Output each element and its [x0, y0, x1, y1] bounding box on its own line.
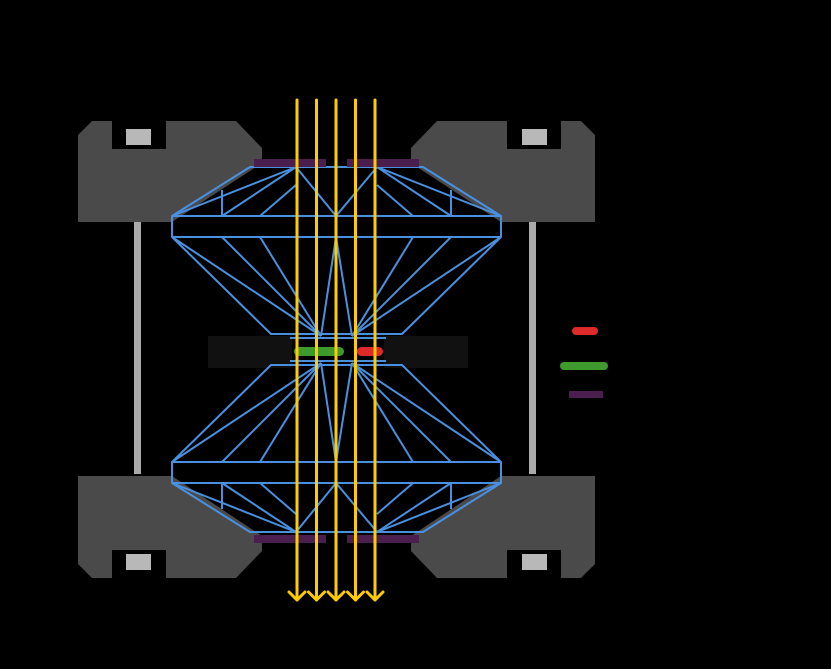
legend — [560, 327, 608, 398]
lower-pavilion — [222, 363, 321, 462]
lower-pavilion — [352, 363, 413, 462]
upper-pavilion — [222, 237, 321, 336]
lower-pavilion — [336, 363, 352, 462]
legend-purple-marker — [569, 391, 603, 398]
lower-facet — [377, 483, 413, 514]
gasket-right — [384, 336, 468, 368]
top-right-slot — [522, 129, 547, 145]
lower-pavilion — [172, 363, 321, 462]
bottom-left-slot — [126, 554, 151, 570]
gasket-left — [208, 336, 292, 368]
lower-pavilion — [260, 363, 321, 462]
legend-green-marker — [560, 362, 608, 370]
top-right-seat — [347, 159, 419, 167]
red-sample — [357, 347, 383, 356]
legend-red-marker — [572, 327, 598, 335]
bottom-right-slot — [522, 554, 547, 570]
upper-pavilion — [352, 237, 451, 336]
bottom-right-seat — [347, 535, 419, 543]
lower-pavilion — [321, 363, 336, 462]
lower-pavilion — [352, 363, 451, 462]
lower-facet — [260, 483, 296, 514]
upper-pavilion — [352, 237, 413, 336]
samples — [294, 347, 383, 356]
top-left-slot — [126, 129, 151, 145]
left-support-rod — [134, 222, 141, 474]
upper-pavilion — [336, 237, 352, 336]
upper-facet — [377, 185, 413, 216]
upper-facet — [260, 185, 296, 216]
upper-pavilion — [321, 237, 336, 336]
upper-pavilion — [172, 237, 321, 336]
upper-pavilion — [260, 237, 321, 336]
right-support-rod — [529, 222, 536, 474]
